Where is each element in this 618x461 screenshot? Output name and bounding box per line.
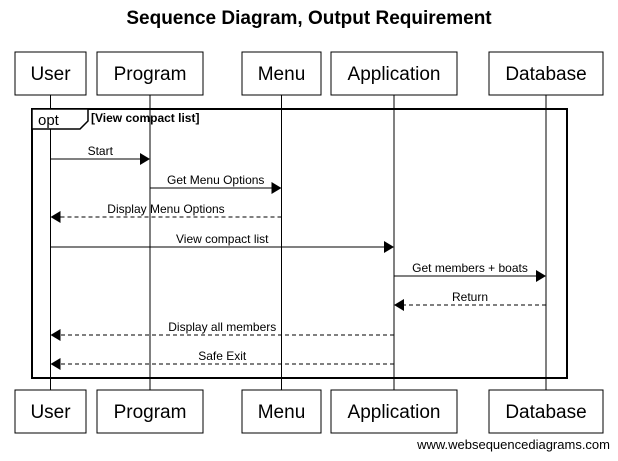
- opt-fragment-tab: [31, 108, 89, 130]
- participant-box-menu-top: [241, 51, 322, 96]
- participant-label-menu-bottom: Menu: [258, 402, 306, 423]
- opt-fragment-keyword: opt: [38, 112, 60, 129]
- message-label: View compact list: [176, 232, 269, 246]
- message-label: Get members + boats: [412, 261, 528, 275]
- message-label: Start: [88, 144, 114, 158]
- participant-box-application-top: [330, 51, 458, 96]
- participant-box-program-bottom: [96, 389, 204, 434]
- participant-box-user-bottom: [14, 389, 87, 434]
- diagram-title: Sequence Diagram, Output Requirement: [126, 8, 492, 29]
- message-arrowhead: [50, 329, 61, 341]
- message-arrowhead: [384, 241, 394, 253]
- participant-label-program-top: Program: [114, 64, 187, 85]
- message-arrowhead: [50, 211, 61, 223]
- participant-label-user-bottom: User: [30, 402, 71, 423]
- opt-fragment-guard: [View compact list]: [91, 111, 199, 125]
- opt-fragment-frame: [31, 108, 568, 379]
- message-label: Return: [452, 290, 488, 304]
- message-label: Display Menu Options: [107, 202, 224, 216]
- message-label: Safe Exit: [198, 349, 247, 363]
- participant-label-database-bottom: Database: [505, 402, 586, 423]
- participant-box-database-bottom: [488, 389, 604, 434]
- message-arrowhead: [536, 270, 546, 282]
- message-label: Display all members: [168, 320, 276, 334]
- participant-box-user-top: [14, 51, 87, 96]
- message-arrowhead: [394, 299, 404, 311]
- message-arrowhead: [271, 182, 282, 194]
- message-arrowhead: [140, 153, 150, 165]
- participant-label-application-bottom: Application: [348, 402, 441, 423]
- credit-link[interactable]: www.websequencediagrams.com: [417, 437, 610, 452]
- participant-label-program-bottom: Program: [114, 402, 187, 423]
- participant-label-application-top: Application: [348, 64, 441, 85]
- message-arrowhead: [50, 358, 61, 370]
- participant-box-application-bottom: [330, 389, 458, 434]
- participant-label-database-top: Database: [505, 64, 586, 85]
- participant-box-database-top: [488, 51, 604, 96]
- message-label: Get Menu Options: [167, 173, 264, 187]
- participant-label-menu-top: Menu: [258, 64, 306, 85]
- participant-box-program-top: [96, 51, 204, 96]
- participant-label-user-top: User: [30, 64, 71, 85]
- participant-box-menu-bottom: [241, 389, 322, 434]
